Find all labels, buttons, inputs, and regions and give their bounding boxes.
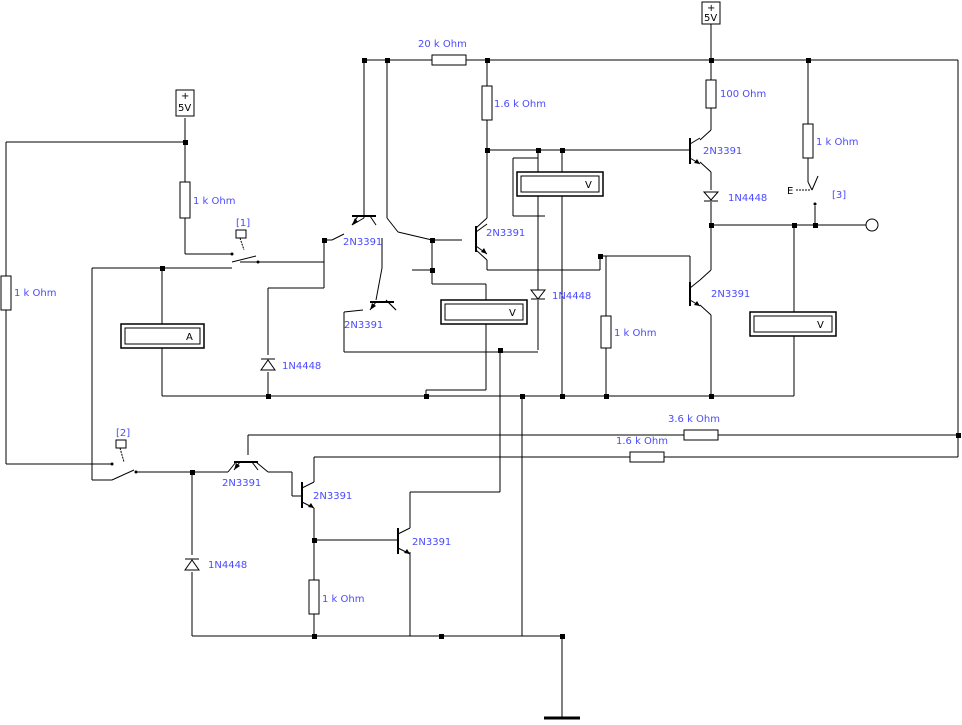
supply-top-value: 5V [704,13,717,24]
resistor-1k-bottom: 1 k Ohm [308,579,364,615]
resistor-1k-bottom-label: 1 k Ohm [322,594,364,605]
diode-top-right: 1N4448 [702,191,767,204]
diode-center-label: 1N4448 [552,291,591,302]
diode-center: 1N4448 [529,289,591,302]
resistor-20k: 20 k Ohm [418,39,467,66]
resistor-1k-right-label: 1 k Ohm [816,137,858,148]
diode-top-right-label: 1N4448 [728,193,767,204]
transistor-bottom-2-label: 2N3391 [313,491,352,502]
transistor-right-label: 2N3391 [711,289,750,300]
transistor-upper-left-label: 2N3391 [343,237,382,248]
resistor-1k-right: 1 k Ohm [802,123,858,159]
resistor-100: 100 Ohm [705,79,766,109]
switch-1[interactable]: [1] [230,218,260,264]
voltmeter-mid-label: V [509,308,516,319]
supply-top-plus: + [707,3,715,14]
junction-nodes [160,58,961,639]
resistor-1k6-bottom-label: 1.6 k Ohm [616,436,668,447]
resistor-3k6: 3.6 k Ohm [668,414,720,441]
switch-2[interactable]: [2] [110,428,138,481]
transistor-lower-left-label: 2N3391 [344,320,383,331]
diode-bottom-label: 1N4448 [208,560,247,571]
switch-3-label: [3] [832,190,846,201]
switch-3-key: E [787,186,793,197]
transistor-upper-left: 2N3391 [343,215,382,248]
transistor-right: 2N3391 [689,279,750,307]
diode-left-label: 1N4448 [282,361,321,372]
wires [5,24,959,718]
voltmeter-top: V [516,171,604,197]
transistor-top-right: 2N3391 [684,137,742,165]
resistor-1k-left-label: 1 k Ohm [14,288,56,299]
resistor-100-label: 100 Ohm [720,89,766,100]
supply-top: + 5V [701,1,721,25]
voltmeter-top-label: V [585,180,592,191]
transistor-bottom-3: 2N3391 [397,527,451,555]
resistor-1k6-bottom: 1.6 k Ohm [616,436,668,463]
supply-left: + 5V [175,89,195,117]
transistor-center: 2N3391 [475,223,525,255]
resistor-3k6-label: 3.6 k Ohm [668,414,720,425]
output-terminal[interactable] [865,218,879,232]
resistor-1k-center-label: 1 k Ohm [614,328,656,339]
ammeter: A [120,323,205,349]
resistor-1k-switch1: 1 k Ohm [179,181,235,219]
resistor-1k-switch1-label: 1 k Ohm [193,196,235,207]
transistor-bottom-3-label: 2N3391 [412,537,451,548]
voltmeter-right-label: V [817,320,824,331]
transistor-center-label: 2N3391 [486,228,525,239]
resistor-1k6-top-label: 1.6 k Ohm [494,99,546,110]
transistor-lower-left: 2N3391 [344,301,397,331]
switch-2-label: [2] [116,428,130,439]
resistor-1k6-top: 1.6 k Ohm [481,85,546,121]
transistor-top-right-label: 2N3391 [703,146,742,157]
voltmeter-right: V [749,311,837,337]
resistor-1k-center: 1 k Ohm [600,315,656,349]
resistor-1k-left: 1 k Ohm [0,275,56,311]
diode-bottom: 1N4448 [184,558,247,571]
resistor-20k-label: 20 k Ohm [418,39,467,50]
transistor-bottom-1: 2N3391 [222,461,261,489]
voltmeter-mid: V [440,299,528,325]
switch-3[interactable]: E [3] [787,175,846,206]
ammeter-label: A [186,332,193,343]
diode-left: 1N4448 [260,358,321,372]
transistor-bottom-1-label: 2N3391 [222,478,261,489]
supply-left-value: 5V [178,103,191,114]
supply-left-plus: + [181,91,189,102]
switch-1-label: [1] [236,218,250,229]
transistor-bottom-2: 2N3391 [292,481,352,509]
